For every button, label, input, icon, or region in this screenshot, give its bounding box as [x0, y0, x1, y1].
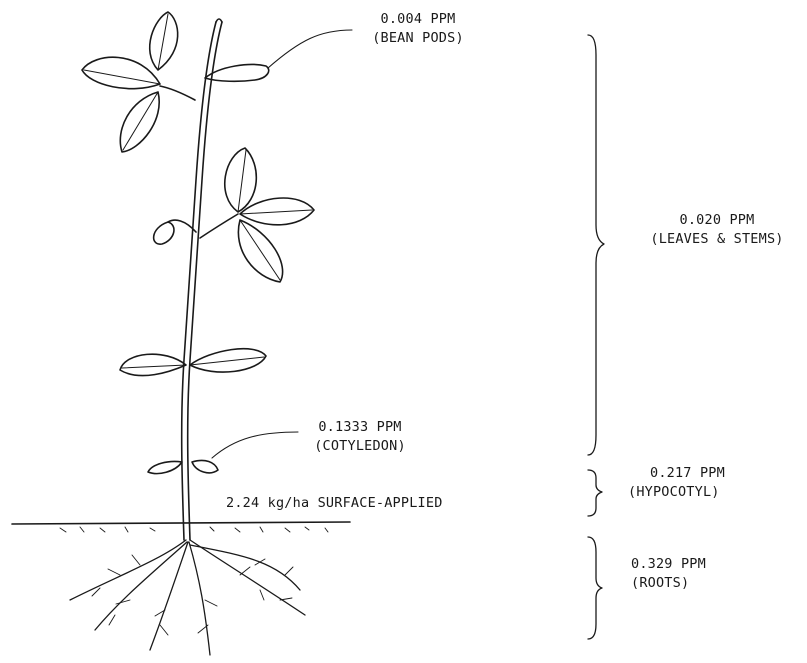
- roots-brace: [588, 537, 602, 639]
- braces: [588, 35, 604, 639]
- leaves-stems-label: 0.020 PPM (LEAVES & STEMS): [628, 211, 806, 249]
- root-system: [70, 540, 305, 655]
- cotyledon-value: 0.1333 PPM: [298, 418, 422, 437]
- roots-value: 0.329 PPM: [631, 555, 706, 574]
- middle-leaves: [154, 148, 314, 282]
- bean-pods-leader: [268, 30, 352, 68]
- hypocotyl-label: 0.217 PPM (HYPOCOTYL): [628, 464, 725, 502]
- bean-pods-label: 0.004 PPM (BEAN PODS): [352, 10, 484, 48]
- lower-leaves: [120, 349, 266, 376]
- roots-part: (ROOTS): [631, 574, 706, 593]
- bean-pod: [205, 65, 269, 82]
- cotyledons: [148, 460, 218, 473]
- top-leaves: [82, 12, 195, 152]
- cotyledon-label: 0.1333 PPM (COTYLEDON): [298, 418, 422, 456]
- hypocotyl-value: 0.217 PPM: [628, 464, 725, 483]
- hypocotyl-part: (HYPOCOTYL): [628, 483, 725, 502]
- leaves-stems-brace: [588, 35, 604, 455]
- bean-pods-part: (BEAN PODS): [352, 29, 484, 48]
- cotyledon-part: (COTYLEDON): [298, 437, 422, 456]
- leaves-stems-part: (LEAVES & STEMS): [628, 230, 806, 249]
- application-rate-label: 2.24 kg/ha SURFACE-APPLIED: [226, 494, 443, 513]
- roots-label: 0.329 PPM (ROOTS): [631, 555, 706, 593]
- leader-lines: [212, 30, 352, 458]
- ground-surface: [12, 522, 350, 532]
- cotyledon-leader: [212, 432, 298, 458]
- leaves-stems-value: 0.020 PPM: [628, 211, 806, 230]
- hypocotyl-brace: [588, 470, 602, 516]
- bean-pods-value: 0.004 PPM: [352, 10, 484, 29]
